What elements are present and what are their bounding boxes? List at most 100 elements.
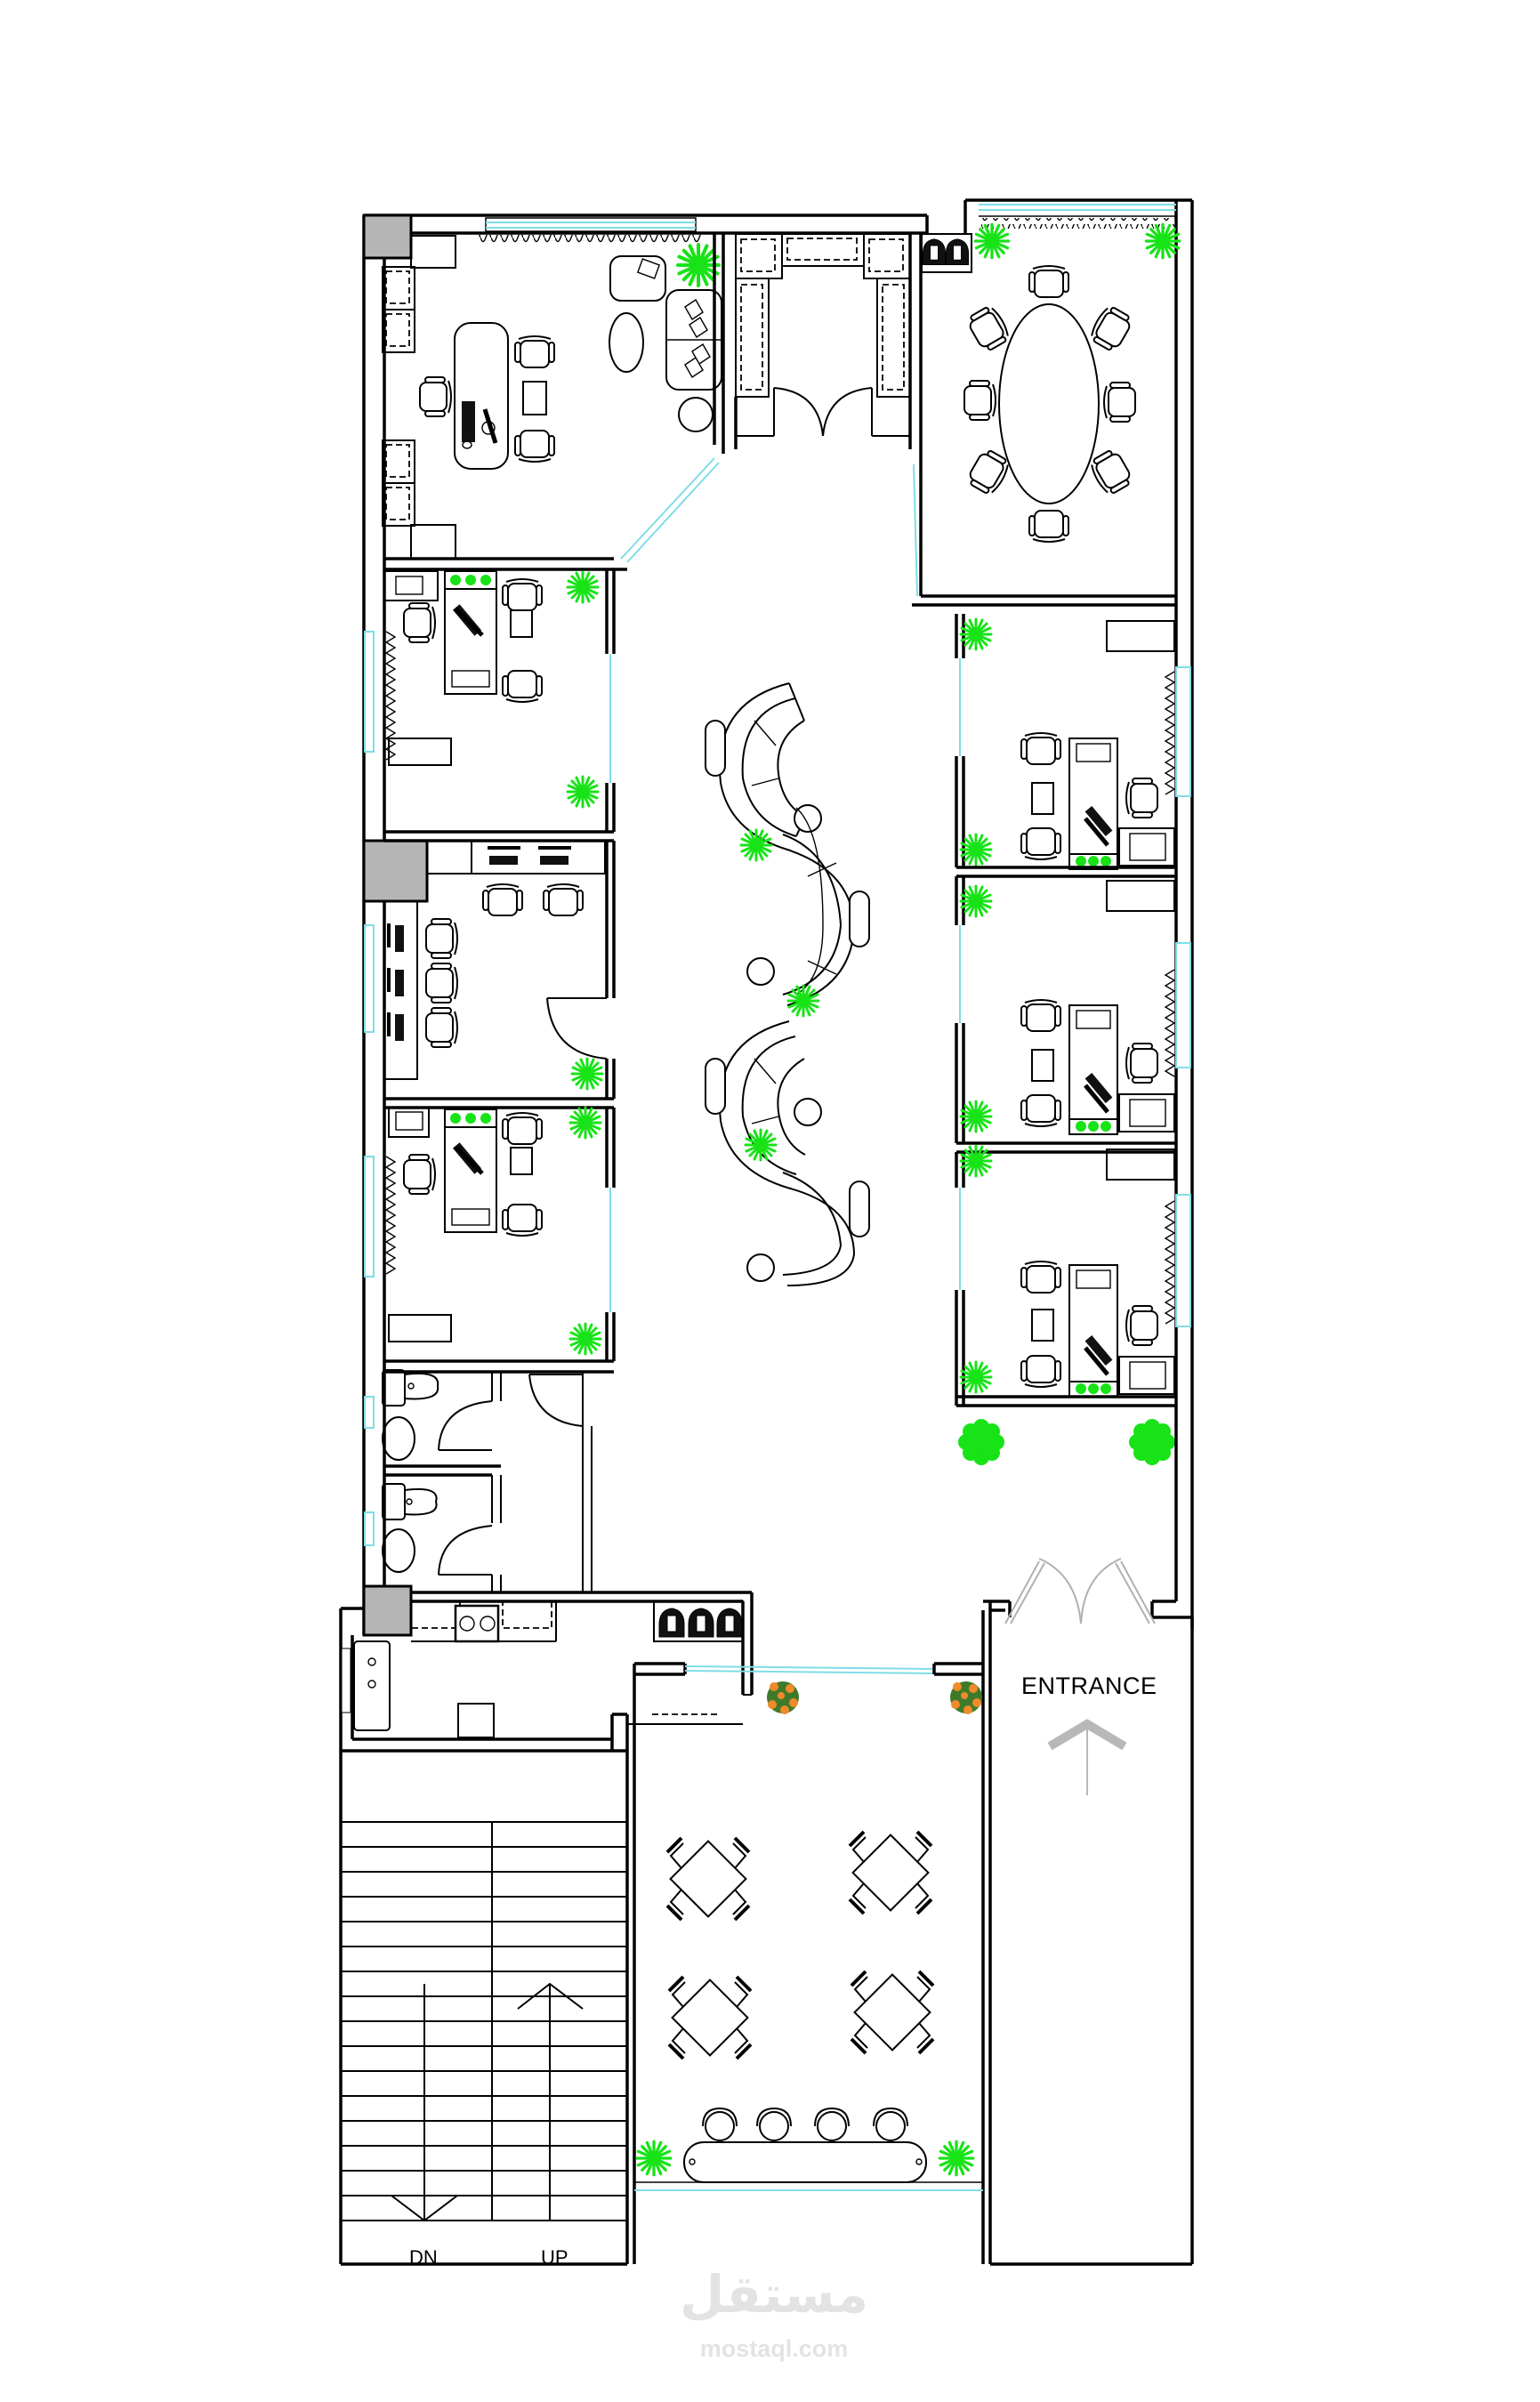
plant-icon	[744, 1128, 778, 1162]
chair-icon	[425, 963, 458, 1004]
sink-icon	[382, 1528, 415, 1573]
office-chair	[403, 1154, 436, 1195]
curtain	[1164, 1200, 1176, 1325]
printer-icon	[658, 1608, 685, 1638]
pillar	[362, 214, 413, 260]
watermark-logo: مستقل	[679, 2264, 869, 2325]
entrance-label: ENTRANCE	[1021, 1673, 1157, 1699]
plant-icon	[678, 245, 719, 286]
guest-chair	[514, 335, 555, 368]
plant-icon	[959, 1144, 993, 1178]
door-swing	[438, 1400, 493, 1451]
office-chair	[1125, 1043, 1158, 1084]
room-manager-office	[382, 233, 725, 571]
room-right-office-3	[955, 1144, 1191, 1465]
bar-stool	[875, 2111, 906, 2141]
cabinet	[383, 570, 439, 601]
plant-icon	[958, 1419, 1004, 1465]
plant-icon	[566, 570, 600, 604]
workstation-desk	[471, 840, 606, 875]
curtain	[384, 631, 397, 761]
room-kitchen	[339, 1591, 754, 2264]
side-table	[1031, 1309, 1054, 1342]
plant-icon	[786, 984, 820, 1018]
door-swing	[438, 1525, 493, 1576]
guest-chair	[502, 578, 543, 611]
office-chair	[403, 602, 436, 643]
room-meeting	[912, 222, 1181, 607]
plant-icon	[973, 222, 1011, 260]
printer-icon	[688, 1608, 714, 1638]
chair-icon	[964, 446, 1013, 498]
bar-stool	[759, 2111, 789, 2141]
room-stairs	[341, 1821, 627, 2266]
guest-chair	[1020, 827, 1061, 860]
desk	[1068, 1264, 1118, 1398]
round-table	[678, 397, 714, 432]
plant-icon	[938, 2140, 975, 2177]
chair-icon	[425, 1007, 458, 1048]
cafe-table	[848, 1830, 933, 1915]
chair-icon	[964, 380, 996, 421]
coffee-table	[609, 312, 644, 373]
guest-chair	[1020, 1355, 1061, 1388]
chair-icon	[543, 883, 584, 916]
flower-plant-icon	[950, 1681, 982, 1714]
manager-desk	[454, 322, 509, 470]
plant-icon	[568, 1322, 602, 1356]
bar-stool	[817, 2111, 847, 2141]
room-wc-1	[364, 1369, 502, 1477]
desk	[445, 571, 496, 694]
stool	[705, 1058, 726, 1115]
guest-chair	[502, 1204, 543, 1237]
cafe-table	[667, 1975, 753, 2060]
room-entrance	[983, 1401, 1194, 2266]
workstation-desk	[383, 900, 418, 1080]
manager-chair	[419, 376, 452, 417]
window-top-meeting	[979, 204, 1176, 229]
stool	[849, 891, 870, 947]
plant-icon	[1144, 222, 1181, 260]
chair-icon	[1103, 382, 1136, 423]
stool	[794, 804, 822, 833]
plant-icon	[739, 828, 773, 862]
side-table	[1031, 1049, 1054, 1082]
room-right-office-2	[955, 876, 1191, 1154]
curtain	[1164, 969, 1176, 1077]
cafe-table	[665, 1836, 751, 1922]
stairs-up-label: UP	[541, 2246, 568, 2269]
bar-stool	[705, 2111, 735, 2141]
stool	[705, 720, 726, 777]
plant-icon	[566, 775, 600, 809]
office-chair	[1125, 778, 1158, 818]
door-swing	[822, 387, 873, 437]
guest-chair	[1020, 1261, 1061, 1294]
side-table	[1031, 782, 1054, 815]
cabinet	[1118, 1356, 1175, 1395]
armchair	[609, 255, 666, 302]
plant-icon	[570, 1057, 604, 1091]
monitor-icon	[482, 408, 498, 444]
curtain	[384, 1156, 397, 1275]
keyboard-icon	[462, 401, 475, 442]
guest-chair	[502, 670, 543, 703]
cabinet	[388, 1107, 430, 1138]
guest-chair	[1020, 732, 1061, 765]
cabinet	[1118, 1093, 1175, 1132]
chair-icon	[425, 918, 458, 959]
cabinet	[1106, 1149, 1175, 1181]
stool	[794, 1098, 822, 1126]
cabinet	[1118, 827, 1175, 866]
guest-chair	[1020, 1094, 1061, 1127]
curtain	[1164, 671, 1176, 795]
room-left-office-1	[364, 569, 616, 842]
plant-icon	[635, 2140, 673, 2177]
room-cafe	[633, 1601, 992, 2264]
toilet-icon	[404, 1487, 438, 1516]
room-workstations	[364, 840, 616, 1109]
plant-icon	[959, 1360, 993, 1394]
stool	[746, 1253, 775, 1282]
flower-plant-icon	[767, 1681, 799, 1714]
office-chair	[1125, 1305, 1158, 1346]
cabinet	[1106, 880, 1175, 912]
